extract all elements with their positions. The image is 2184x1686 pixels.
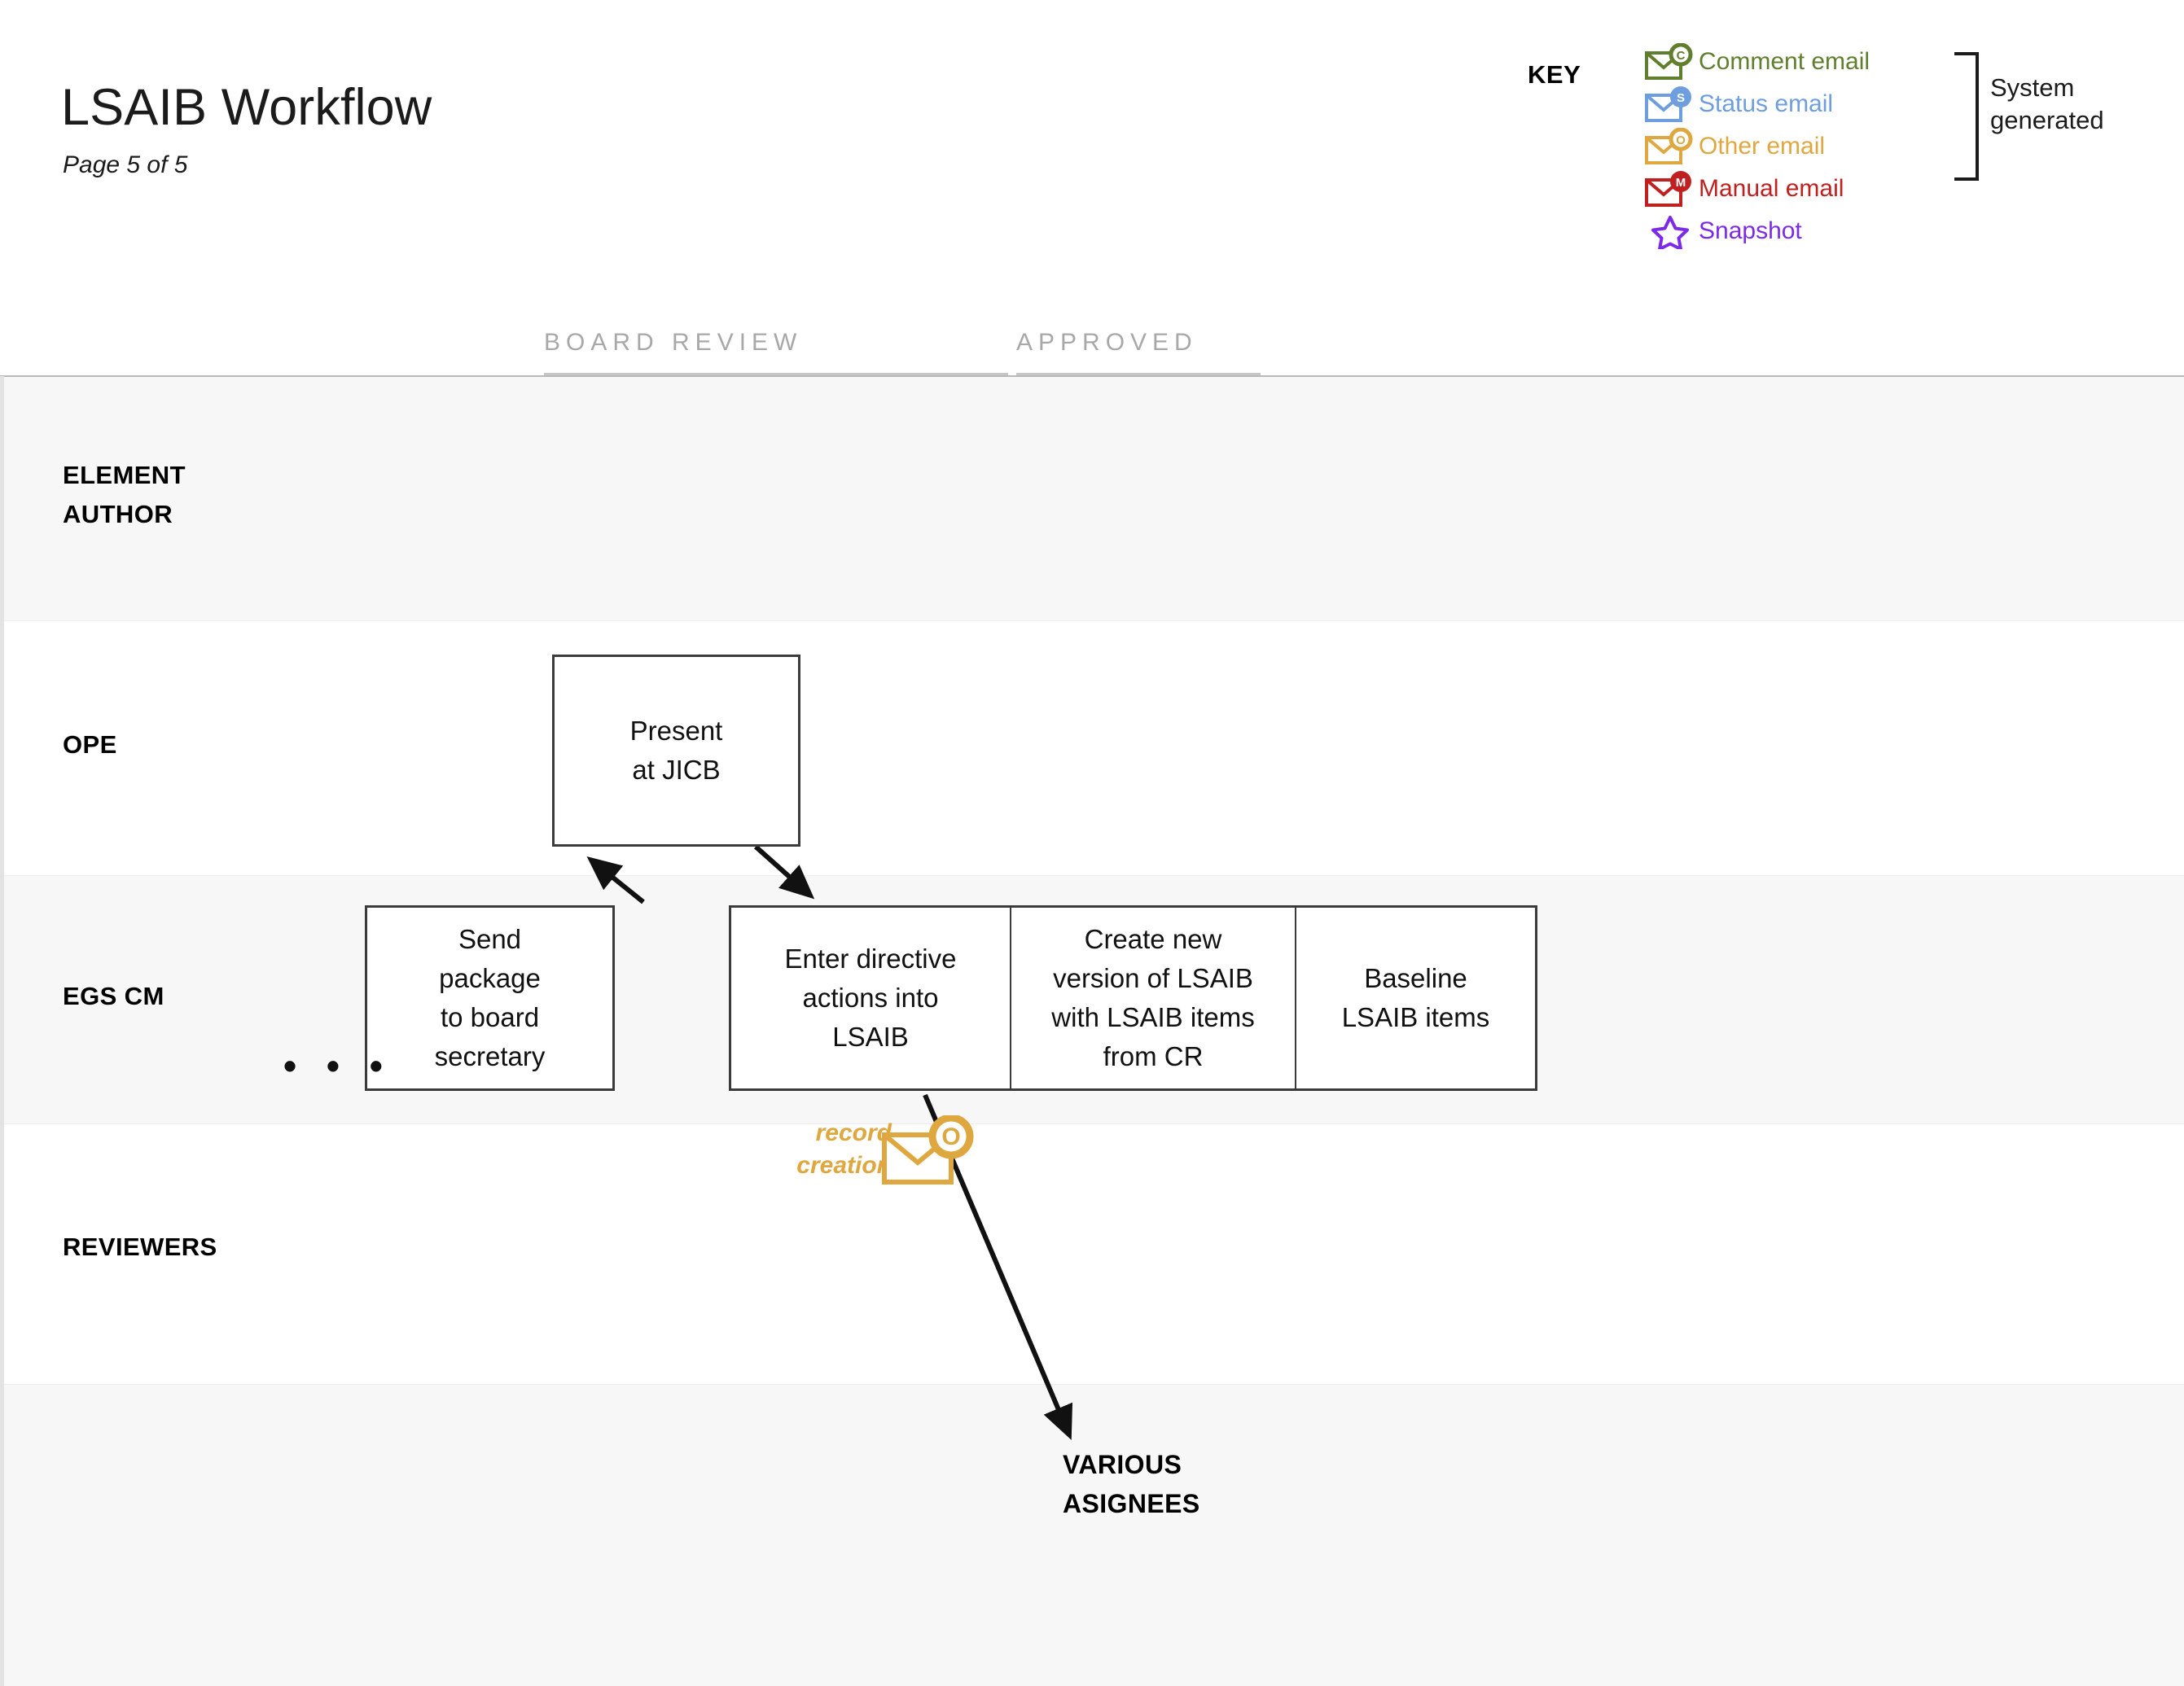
phase-underline-board-review [544, 373, 1008, 375]
process-box-baseline-lsaib-items[interactable]: Baseline LSAIB items [1295, 905, 1537, 1091]
legend-label-status-email: Status email [1699, 90, 1834, 117]
phase-underline-approved [1016, 373, 1261, 375]
comment-email-icon: C [1645, 43, 1695, 81]
lane-band-element-author [0, 376, 2184, 620]
snapshot-star-icon [1645, 212, 1695, 250]
system-generated-label: System generated [1990, 73, 2104, 134]
phase-header-board-review: BOARD REVIEW [544, 329, 803, 356]
phase-header-approved: APPROVED [1016, 329, 1198, 356]
system-generated-bracket [1954, 52, 1979, 181]
key-label: KEY [1528, 60, 1581, 89]
svg-text:C: C [1677, 49, 1686, 63]
record-creation-other-email-icon: O [881, 1114, 979, 1189]
legend-item-comment-email: C Comment email [1645, 41, 1971, 83]
legend-label-comment-email: Comment email [1699, 48, 1870, 75]
legend-item-manual-email: M Manual email [1645, 168, 1971, 210]
lane-edge-2 [0, 875, 2184, 876]
left-gutter-rule [0, 376, 4, 1686]
continuation-ellipsis: • • • [283, 1044, 393, 1087]
lane-edge-4 [0, 1384, 2184, 1385]
legend: C Comment email S Status email [1645, 41, 1971, 252]
legend-item-other-email: O Other email [1645, 125, 1971, 168]
svg-text:O: O [1676, 134, 1686, 147]
lane-label-element-author: ELEMENT AUTHOR [63, 461, 186, 528]
manual-email-icon: M [1645, 170, 1695, 208]
page-subtitle: Page 5 of 5 [63, 151, 188, 178]
lane-band-ope [0, 620, 2184, 875]
header-divider-rule [0, 375, 2184, 377]
process-box-present-at-jicb[interactable]: Present at JICB [552, 655, 800, 847]
legend-label-snapshot: Snapshot [1699, 217, 1802, 244]
status-email-icon: S [1645, 85, 1695, 123]
lane-band-reviewers [0, 1123, 2184, 1384]
svg-text:S: S [1677, 91, 1685, 105]
lane-edge-3 [0, 1123, 2184, 1124]
legend-item-status-email: S Status email [1645, 83, 1971, 125]
record-creation-label: record creation [796, 1119, 892, 1179]
lane-label-egs-cm: EGS CM [63, 982, 164, 1010]
process-box-send-package[interactable]: Send package to board secretary [365, 905, 615, 1091]
various-assignees-label: VARIOUS ASIGNEES [1063, 1450, 1200, 1518]
legend-item-snapshot: Snapshot [1645, 210, 1971, 252]
lane-edge-1 [0, 620, 2184, 621]
svg-text:O: O [941, 1123, 960, 1150]
page-title: LSAIB Workflow [61, 79, 432, 136]
lane-label-ope: OPE [63, 730, 117, 759]
lane-label-reviewers: REVIEWERS [63, 1233, 217, 1261]
other-email-icon: O [1645, 128, 1695, 165]
svg-text:M: M [1676, 176, 1686, 190]
process-box-create-new-version[interactable]: Create new version of LSAIB with LSAIB i… [1010, 905, 1296, 1091]
lane-band-assignees [0, 1384, 2184, 1686]
process-box-enter-directive-actions[interactable]: Enter directive actions into LSAIB [729, 905, 1011, 1091]
legend-label-other-email: Other email [1699, 133, 1826, 160]
legend-label-manual-email: Manual email [1699, 175, 1844, 202]
